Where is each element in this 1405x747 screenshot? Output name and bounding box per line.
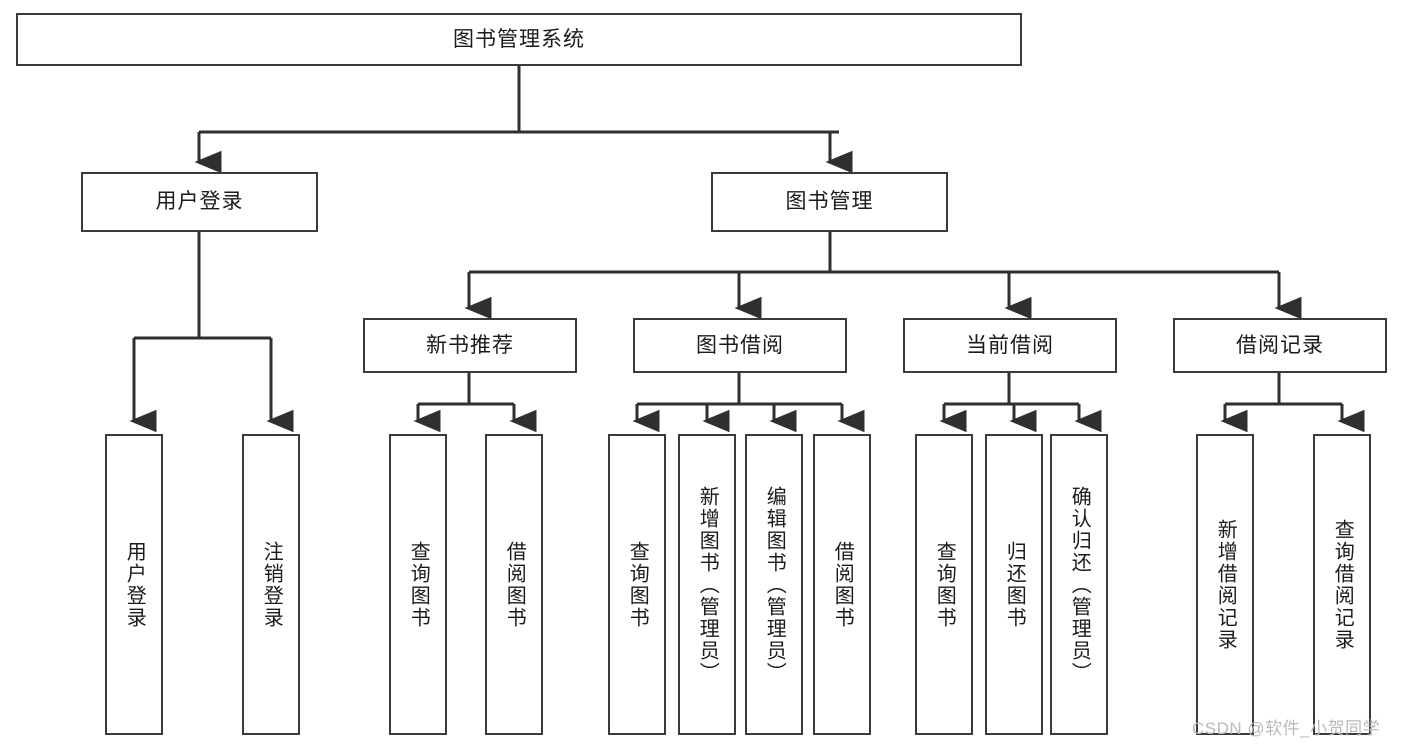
node-label: 新增借阅记录: [1214, 518, 1237, 651]
csdn-watermark: CSDN @软件_小贺同学: [1192, 719, 1381, 738]
node-label: 确认归还（管理员）: [1068, 485, 1091, 684]
leaf-book-borrow-borrow[interactable]: 借阅图书: [813, 434, 871, 735]
node-user-login[interactable]: 用户登录: [81, 172, 318, 232]
node-book-borrow[interactable]: 图书借阅: [633, 318, 847, 373]
node-label: 查询图书: [933, 540, 956, 629]
node-label: 新增图书（管理员）: [696, 485, 719, 684]
node-label: 新书推荐: [426, 333, 514, 357]
node-label: 查询图书: [626, 540, 649, 629]
leaf-borrow-record-query[interactable]: 查询借阅记录: [1313, 434, 1371, 735]
node-label: 注销登录: [260, 540, 283, 629]
leaf-book-borrow-add[interactable]: 新增图书（管理员）: [678, 434, 736, 735]
leaf-new-book-borrow[interactable]: 借阅图书: [485, 434, 543, 735]
leaf-current-borrow-confirm-return[interactable]: 确认归还（管理员）: [1050, 434, 1108, 735]
node-root-system[interactable]: 图书管理系统: [16, 13, 1022, 66]
node-label: 当前借阅: [966, 333, 1054, 357]
node-label: 借阅图书: [831, 540, 854, 629]
leaf-book-borrow-edit[interactable]: 编辑图书（管理员）: [745, 434, 803, 735]
leaf-current-borrow-query[interactable]: 查询图书: [915, 434, 973, 735]
leaf-user-login-logout[interactable]: 注销登录: [242, 434, 300, 735]
leaf-new-book-query[interactable]: 查询图书: [389, 434, 447, 735]
leaf-current-borrow-return[interactable]: 归还图书: [985, 434, 1043, 735]
node-label: 用户登录: [123, 540, 146, 629]
node-label: 借阅记录: [1236, 333, 1324, 357]
node-new-book-recommend[interactable]: 新书推荐: [363, 318, 577, 373]
node-label: 图书借阅: [696, 333, 784, 357]
leaf-book-borrow-query[interactable]: 查询图书: [608, 434, 666, 735]
leaf-borrow-record-add[interactable]: 新增借阅记录: [1196, 434, 1254, 735]
node-label: 用户登录: [155, 190, 244, 214]
node-label: 图书管理系统: [453, 27, 585, 51]
node-label: 编辑图书（管理员）: [763, 485, 786, 684]
node-label: 借阅图书: [503, 540, 526, 629]
node-borrow-record[interactable]: 借阅记录: [1173, 318, 1387, 373]
node-label: 查询图书: [407, 540, 430, 629]
node-label: 图书管理: [785, 190, 874, 214]
node-label: 查询借阅记录: [1331, 518, 1354, 651]
node-book-management[interactable]: 图书管理: [711, 172, 948, 232]
leaf-user-login-login[interactable]: 用户登录: [105, 434, 163, 735]
node-label: 归还图书: [1003, 540, 1026, 629]
node-current-borrow[interactable]: 当前借阅: [903, 318, 1117, 373]
